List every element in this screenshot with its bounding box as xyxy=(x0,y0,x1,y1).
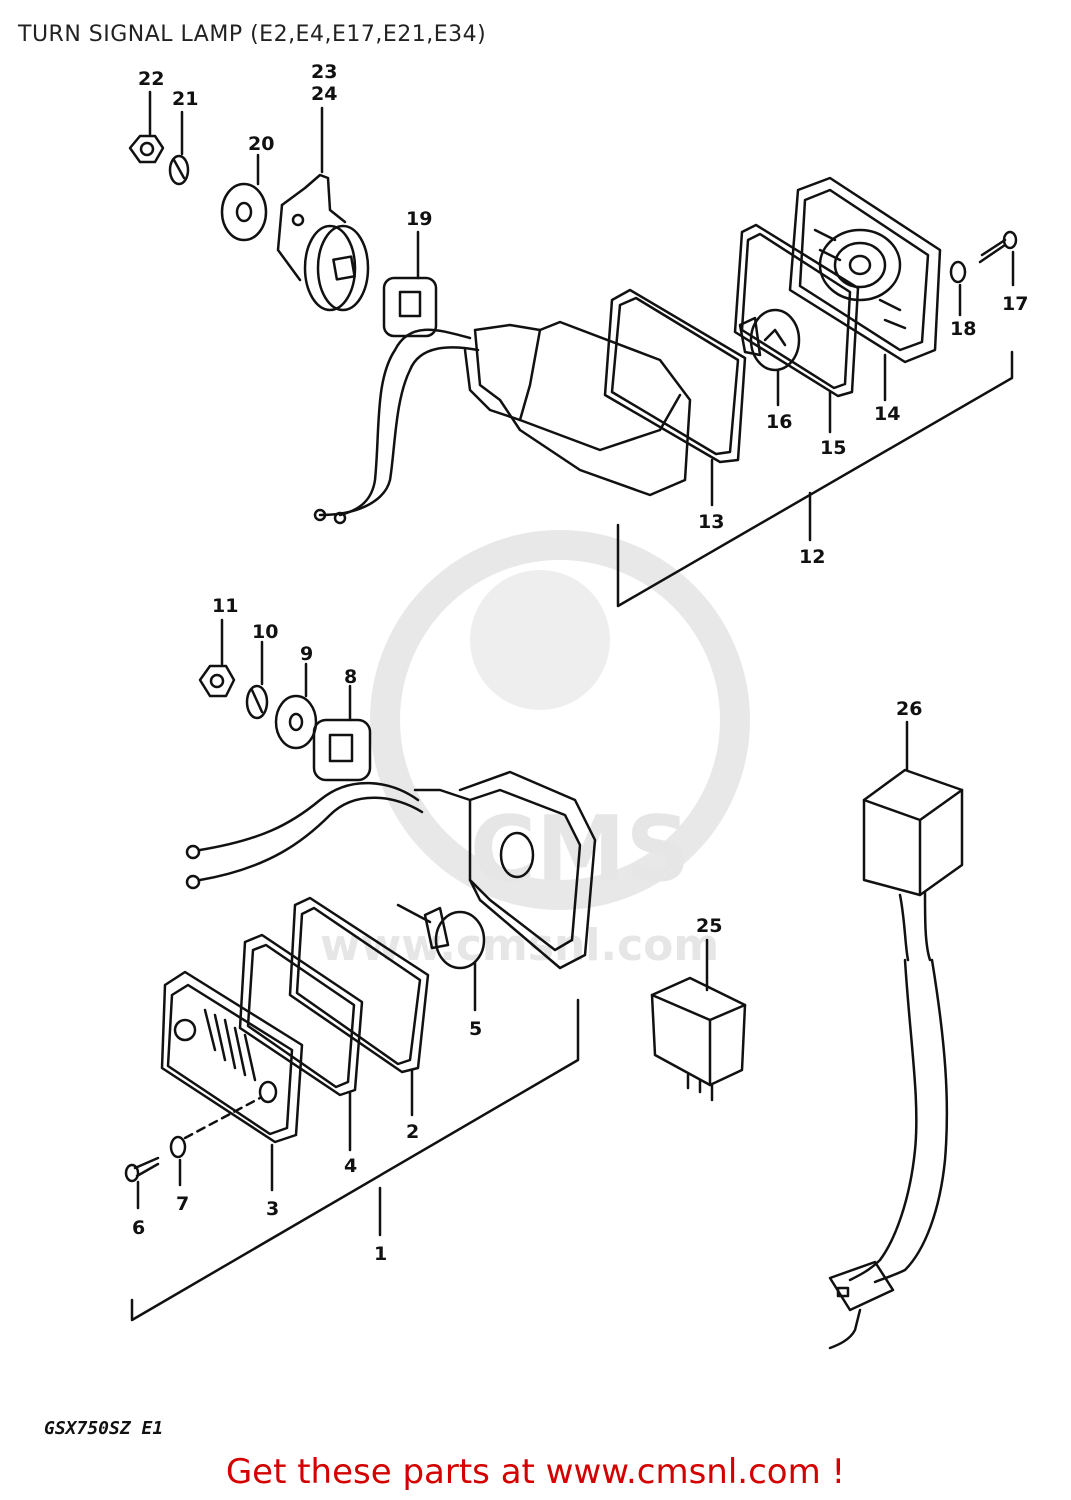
label-5: 5 xyxy=(469,1018,482,1040)
bracket-23-24 xyxy=(276,173,370,312)
screw-6 xyxy=(124,1156,160,1183)
label-25: 25 xyxy=(696,915,722,937)
washer-7 xyxy=(169,1135,187,1159)
label-22: 22 xyxy=(138,68,164,90)
upper-lamp-housing xyxy=(463,320,692,497)
upper-wire-harness xyxy=(313,328,480,525)
label-24: 24 xyxy=(311,83,337,105)
label-16: 16 xyxy=(766,411,792,433)
footer-link-text[interactable]: Get these parts at www.cmsnl.com ! xyxy=(225,1452,846,1492)
label-18: 18 xyxy=(950,318,976,340)
label-12: 12 xyxy=(799,546,825,568)
part-number-labels: 22 21 20 23 24 19 17 18 14 16 15 13 12 1… xyxy=(132,61,1028,1265)
label-7: 7 xyxy=(176,1193,189,1215)
label-6: 6 xyxy=(132,1217,145,1239)
watermark-url: www.cmsnl.com xyxy=(320,920,719,971)
label-3: 3 xyxy=(266,1198,279,1220)
label-10: 10 xyxy=(252,621,278,643)
label-1: 1 xyxy=(374,1243,387,1265)
label-15: 15 xyxy=(820,437,846,459)
label-4: 4 xyxy=(344,1155,357,1177)
washer-9 xyxy=(274,694,318,750)
screw-17 xyxy=(978,230,1018,264)
nut-22 xyxy=(128,134,165,164)
lower-lamp-housing xyxy=(413,770,597,970)
lens-3 xyxy=(160,970,304,1144)
bulb-5 xyxy=(396,903,486,970)
gasket-13 xyxy=(603,288,747,464)
diagram-title: TURN SIGNAL LAMP (E2,E4,E17,E21,E34) xyxy=(18,22,487,47)
gasket-4 xyxy=(238,933,364,1097)
label-23: 23 xyxy=(311,61,337,83)
grommet-8 xyxy=(312,718,372,782)
bulb-16 xyxy=(738,308,801,372)
gasket-15 xyxy=(733,223,860,398)
nut-11 xyxy=(198,664,236,698)
watermark: CMS www.cmsnl.com xyxy=(320,530,750,971)
label-19: 19 xyxy=(406,208,432,230)
label-2: 2 xyxy=(406,1121,419,1143)
label-13: 13 xyxy=(698,511,724,533)
assembly-bracket-1 xyxy=(130,998,580,1322)
label-14: 14 xyxy=(874,403,900,425)
label-11: 11 xyxy=(212,595,238,617)
washer-20 xyxy=(220,182,268,242)
label-9: 9 xyxy=(300,643,313,665)
grommet-19 xyxy=(382,276,438,338)
lock-washer-10 xyxy=(245,684,269,720)
relay-25 xyxy=(650,976,747,1102)
label-8: 8 xyxy=(344,666,357,688)
model-code: GSX750SZ E1 xyxy=(44,1418,164,1439)
label-26: 26 xyxy=(896,698,922,720)
lens-14 xyxy=(788,176,942,364)
label-21: 21 xyxy=(172,88,198,110)
assembly-bracket-12 xyxy=(616,350,1014,608)
washer-18 xyxy=(949,260,967,284)
label-17: 17 xyxy=(1002,293,1028,315)
label-20: 20 xyxy=(248,133,274,155)
unit-26 xyxy=(828,768,964,1350)
lower-wire-harness xyxy=(185,781,424,890)
gasket-2 xyxy=(288,896,430,1074)
lock-washer-21 xyxy=(168,154,190,186)
